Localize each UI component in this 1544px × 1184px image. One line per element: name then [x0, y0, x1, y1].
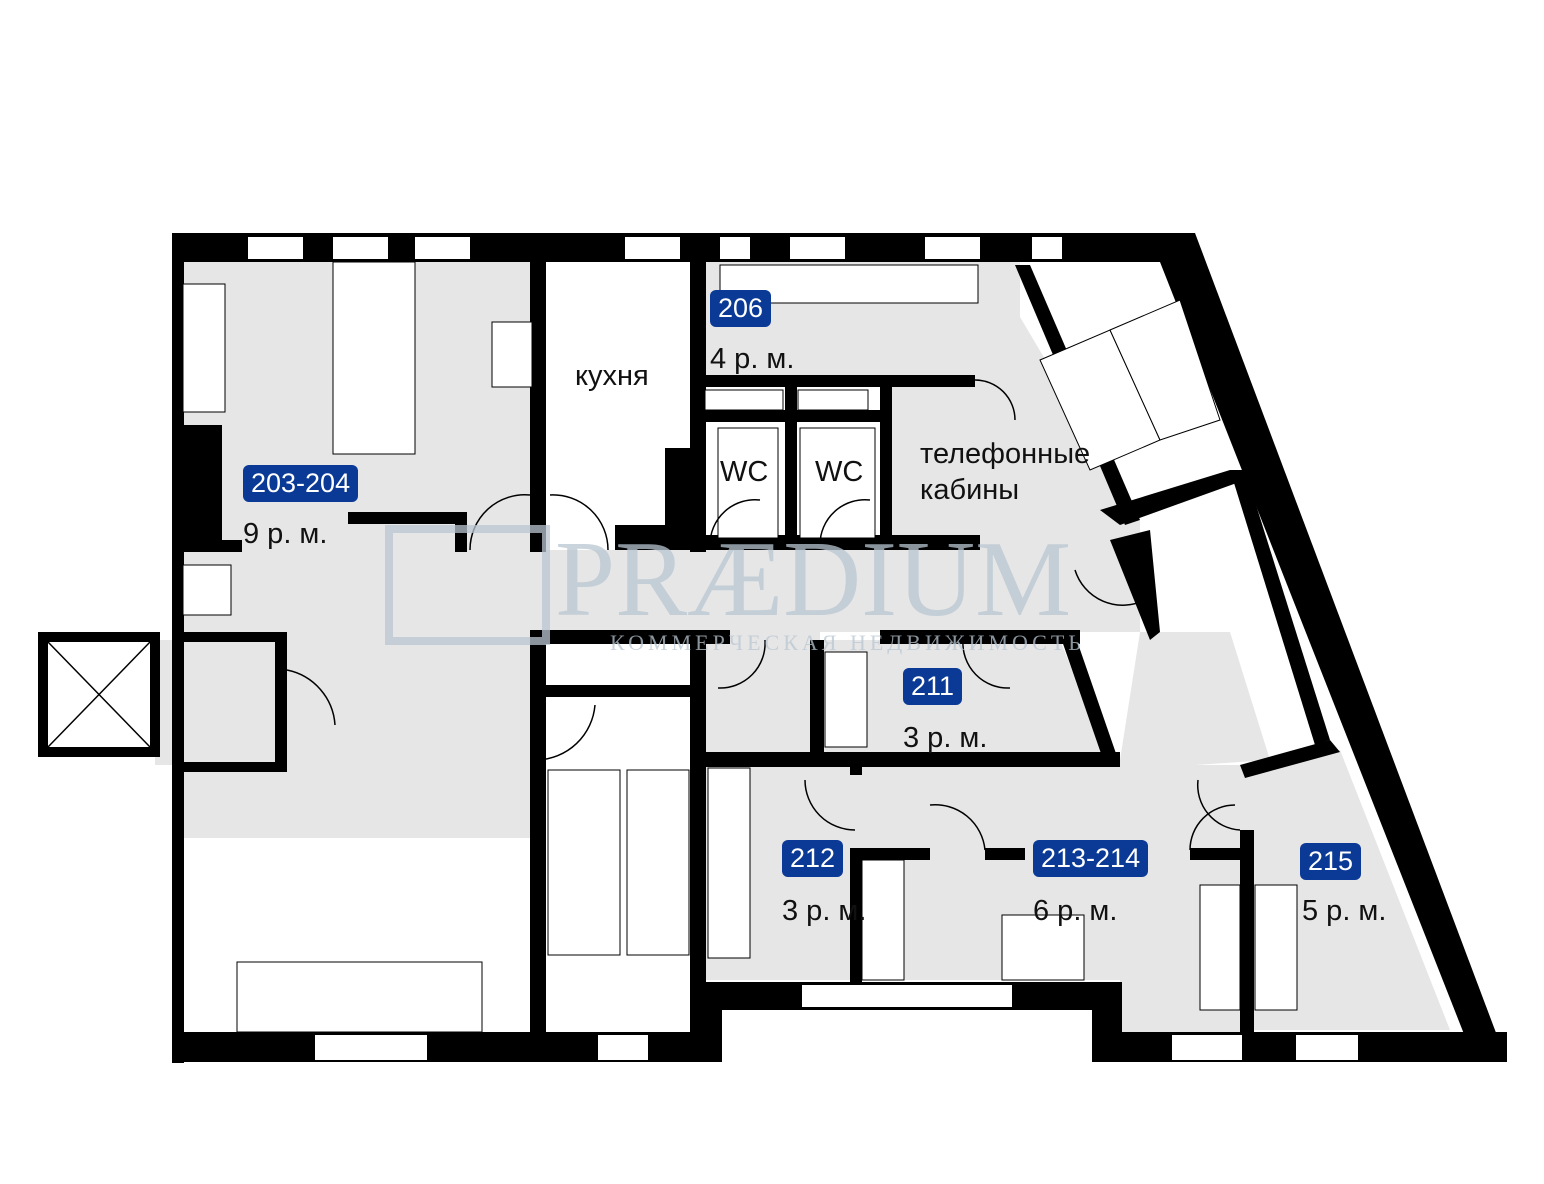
phone-booths-label-line1: телефонные [920, 438, 1091, 470]
room-badge-215[interactable]: 215 [1300, 843, 1362, 880]
room-badge-206[interactable]: 206 [710, 290, 772, 327]
watermark-brand: PRÆDIUM [555, 520, 1072, 639]
room-seats-206: 4 р. м. [710, 343, 795, 375]
wc-label-1: WC [720, 456, 769, 488]
doors [47, 379, 1241, 851]
watermark-tagline: КОММЕРЧЕСКАЯ НЕДВИЖИМОСТЬ [610, 630, 1085, 655]
room-seats-203-204: 9 р. м. [243, 518, 328, 550]
kitchen-label: кухня [575, 360, 649, 392]
room-seats-213-214: 6 р. м. [1033, 895, 1118, 927]
wc-label-2: WC [815, 456, 864, 488]
room-seats-212: 3 р. м. [782, 895, 867, 927]
furniture [182, 261, 1298, 1033]
room-seats-215: 5 р. м. [1302, 895, 1387, 927]
room-badge-203-204[interactable]: 203-204 [243, 465, 359, 502]
windows [248, 237, 1358, 1060]
room-badge-212[interactable]: 212 [782, 840, 844, 877]
phone-booths-label-line2: кабины [920, 474, 1020, 506]
room-seats-211: 3 р. м. [903, 722, 988, 754]
room-badge-213-214[interactable]: 213-214 [1033, 840, 1149, 877]
watermark-logo-icon [385, 525, 550, 645]
room-badge-211[interactable]: 211 [903, 668, 963, 705]
